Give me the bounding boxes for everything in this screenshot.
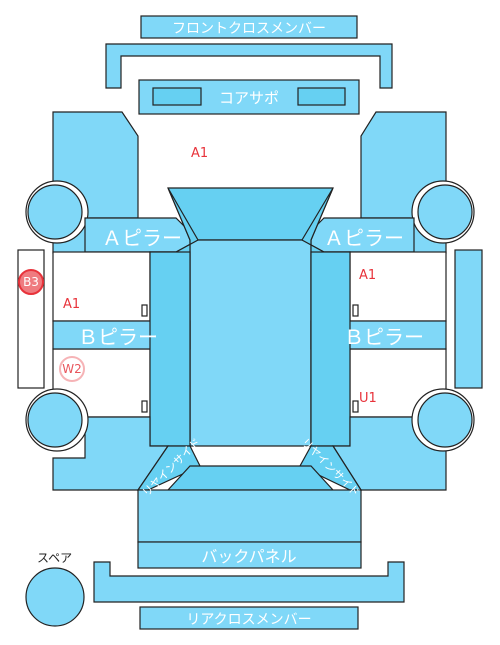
- right-rear-door-handle: [352, 400, 359, 413]
- front-cross-member-label: フロントクロスメンバー: [172, 21, 326, 37]
- right-front-door[interactable]: [349, 251, 447, 322]
- rear-cross-member-label: リアクロスメンバー: [186, 612, 311, 628]
- rear-window[interactable]: [166, 465, 335, 491]
- b-pillar-right-label: Ｂピラー: [344, 325, 424, 349]
- left-center-pillar: [149, 251, 191, 447]
- damage-mark-right-rear: U1: [359, 391, 377, 406]
- damage-mark-front: A1: [191, 146, 209, 161]
- damage-mark-left-front-door: A1: [63, 297, 81, 312]
- rear-inside-left[interactable]: [136, 445, 201, 491]
- right-rear-wheel[interactable]: [417, 392, 473, 448]
- roof[interactable]: [189, 239, 312, 447]
- damage-mark-right-front-door: A1: [359, 268, 377, 283]
- left-rear-door-handle: [141, 400, 148, 413]
- a-pillar-left-label: Ａピラー: [102, 226, 182, 250]
- left-front-wheel[interactable]: [27, 184, 83, 240]
- rear-bumper-bracket[interactable]: [93, 561, 405, 603]
- core-support-label: コアサポ: [219, 89, 279, 107]
- damage-badge-b3: B3: [18, 269, 44, 295]
- left-rear-quarter[interactable]: [52, 416, 170, 491]
- back-panel-label: バックパネル: [201, 547, 296, 566]
- trunk-lid[interactable]: [137, 489, 362, 543]
- rear-cross-member[interactable]: [139, 606, 359, 630]
- core-support-left-slot: [152, 87, 202, 106]
- spare-label: スペア: [37, 551, 73, 565]
- right-rocker-panel[interactable]: [454, 249, 483, 389]
- left-rear-wheel[interactable]: [27, 392, 83, 448]
- core-support-right-slot: [297, 87, 346, 106]
- left-front-door-handle: [141, 304, 148, 317]
- front-cross-member[interactable]: [140, 15, 358, 39]
- a-pillar-right-label: Ａピラー: [324, 226, 404, 250]
- right-center-pillar: [310, 251, 351, 447]
- front-bumper-bracket[interactable]: [105, 43, 393, 89]
- back-panel[interactable]: [137, 541, 362, 569]
- right-front-door-handle: [352, 304, 359, 317]
- spare-tire[interactable]: [25, 567, 85, 627]
- right-front-wheel[interactable]: [417, 184, 473, 240]
- damage-badge-w2: W2: [59, 356, 85, 382]
- b-pillar-left-label: Ｂピラー: [78, 325, 158, 349]
